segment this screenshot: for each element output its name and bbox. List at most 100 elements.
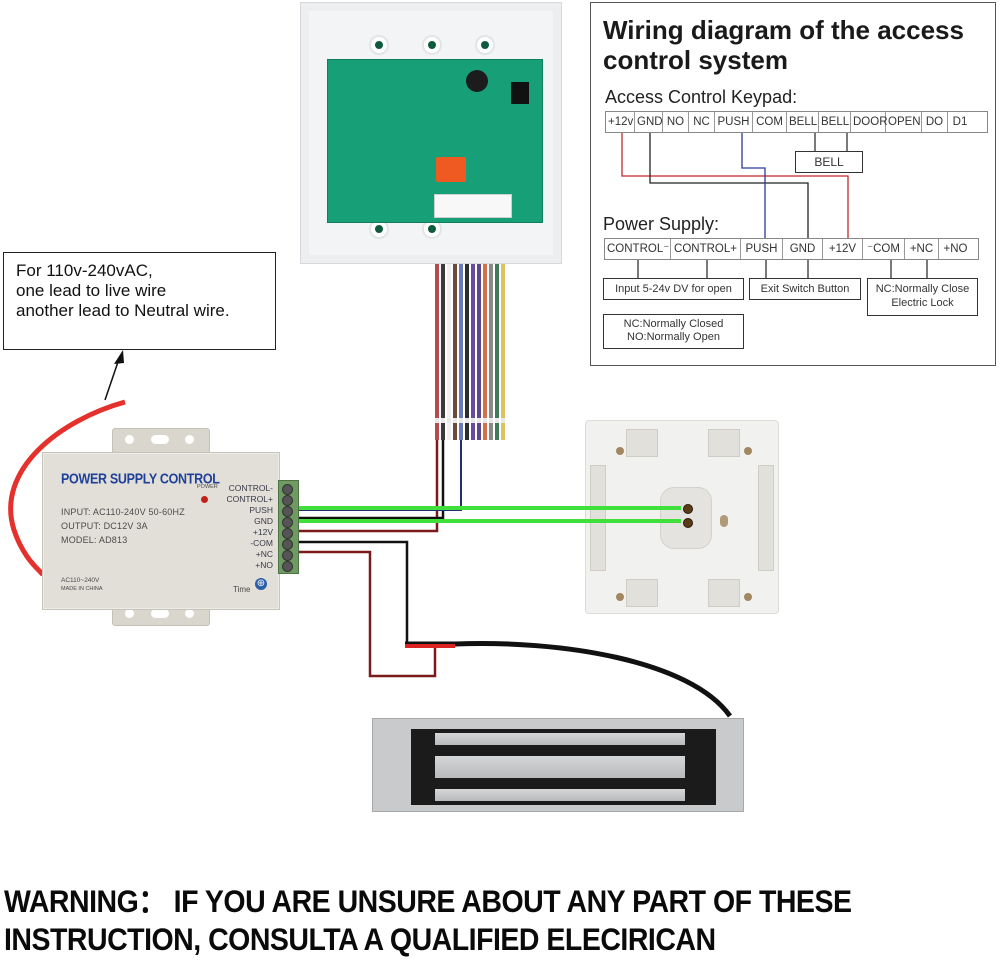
lock-magnet-face [411,729,716,805]
terminal-screw-icon[interactable] [282,495,293,506]
switch-slot [720,515,728,527]
ribbon-wire-tip [453,418,457,423]
psu-model: MODEL: AD813 [61,535,128,545]
callout-arrowhead [114,350,124,364]
access-control-keypad [300,2,562,264]
keypad-terminal-cell: DO [922,112,948,132]
keypad-terminal-cell: NC [689,112,715,132]
time-adjust-knob-icon[interactable]: ⊕ [255,578,267,590]
magnetic-lock [372,718,744,812]
wiring-legend-panel: Wiring diagram of the access control sys… [590,2,996,366]
switch-clip [626,429,658,457]
terminal-screw-icon[interactable] [282,539,293,550]
psu-title: POWER SUPPLY CONTROL [61,471,220,488]
exit-switch-leads [585,506,681,523]
ribbon-wire-tip [441,418,445,423]
screw-hole [616,593,624,601]
psu-output-spec: OUTPUT: DC12V 3A [61,521,148,531]
note-abbrev-line1: NC:Normally Closed [623,318,724,330]
psu-terminal-label: CONTROL- [228,483,273,493]
note-exit-switch: Exit Switch Button [749,278,861,300]
switch-contact-housing [660,487,712,549]
keypad-section-label: Access Control Keypad: [605,87,798,107]
terminal-screw-icon[interactable] [282,561,293,572]
keypad-terminal-cell: NO [663,112,689,132]
terminal-screw-icon[interactable] [282,484,293,495]
psu-terminal-block [278,480,299,574]
ribbon-wire-tip [477,418,481,423]
note-lock-line2: Electric Lock [891,297,954,309]
power-supply-unit: POWER SUPPLY CONTROL INPUT: AC110-240V 5… [42,452,280,610]
power-terminal-cell: CONTROL⁻ [605,239,671,259]
psu-terminal-label: PUSH [249,505,273,515]
psu-rating: AC110~240V [61,577,100,584]
power-terminal-cell: PUSH [741,239,783,259]
bracket-hole [125,435,134,444]
legend-wire-gnd [649,133,809,239]
ribbon-wire-tip [471,418,475,423]
note-abbreviations: NC:Normally Closed NO:Normally Open [603,314,744,349]
ribbon-wire-tip [459,418,463,423]
wire-keypad-12v [296,440,439,533]
terminal-screw-icon[interactable] [282,550,293,561]
keypad-terminal-cell: D1 [952,116,968,128]
psu-terminal-label: -COM [250,538,273,548]
switch-side-rib [758,465,774,571]
mount-hole [371,37,387,53]
bracket-hole [125,609,134,618]
switch-contact [683,518,693,528]
psu-terminal-label: +NO [255,560,273,570]
legend-title-line1: Wiring diagram of the access [603,15,964,45]
power-supply-section-label: Power Supply: [603,214,720,234]
terminal-screw-icon[interactable] [282,506,293,517]
note-electric-lock: NC:Normally Close Electric Lock [867,278,978,316]
callout-line2: one lead to live wire [16,281,167,300]
mount-hole [424,37,440,53]
warning-line2: INSTRUCTION, CONSULTA A QUALIFIED ELECIR… [4,922,716,958]
time-label: Time [233,585,251,594]
power-terminal-cell: ⁻COM [863,239,905,259]
keypad-terminal-cell: BELL [787,112,819,132]
keypad-terminal-cell: COM [753,112,787,132]
buzzer-icon [466,70,488,92]
bracket-slot [151,609,169,618]
terminal-screw-icon[interactable] [282,528,293,539]
bracket-hole [185,609,194,618]
keypad-terminal-cell: PUSH [715,112,753,132]
note-abbrev-line2: NO:Normally Open [627,331,720,343]
psu-terminal-label: CONTROL+ [226,494,273,504]
note-control-input: Input 5-24v DV for open [603,278,744,300]
lock-cable [405,641,733,718]
mount-hole [424,221,440,237]
lock-core-bar [435,789,685,801]
switch-contact [683,504,693,514]
mount-hole [371,221,387,237]
power-terminal-cell: +12V [823,239,863,259]
psu-input-spec: INPUT: AC110-240V 50-60HZ [61,507,185,517]
screw-hole [744,593,752,601]
ic-chip-icon [511,82,529,104]
keypad-terminal-cell: DOOR [851,112,888,132]
ac-input-callout: For 110v-240vAC, one lead to live wire a… [3,252,276,350]
switch-side-rib [590,465,606,571]
wire-keypad-gnd [296,440,445,520]
power-terminal-cell: +NO [943,243,968,255]
legend-title: Wiring diagram of the access control sys… [603,15,993,75]
lock-core-bar [435,733,685,745]
terminal-screw-icon[interactable] [282,517,293,528]
switch-clip [708,429,740,457]
ribbon-wire-tip [435,418,439,423]
legend-title-line2: control system [603,45,788,75]
psu-terminal-label: +12V [252,527,273,537]
screw-hole [744,447,752,455]
bell-box: BELL [795,151,863,173]
legend-wire-12v [621,133,849,239]
psu-made-in: MADE IN CHINA [61,586,103,592]
lock-core-bar [435,756,685,778]
warning-line1: WARNING： IF YOU ARE UNSURE ABOUT ANY PAR… [4,883,852,920]
mount-hole [477,37,493,53]
callout-line1: For 110v-240vAC, [16,261,153,280]
legend-wiring [621,133,928,280]
ribbon-wire-tip [465,418,469,423]
